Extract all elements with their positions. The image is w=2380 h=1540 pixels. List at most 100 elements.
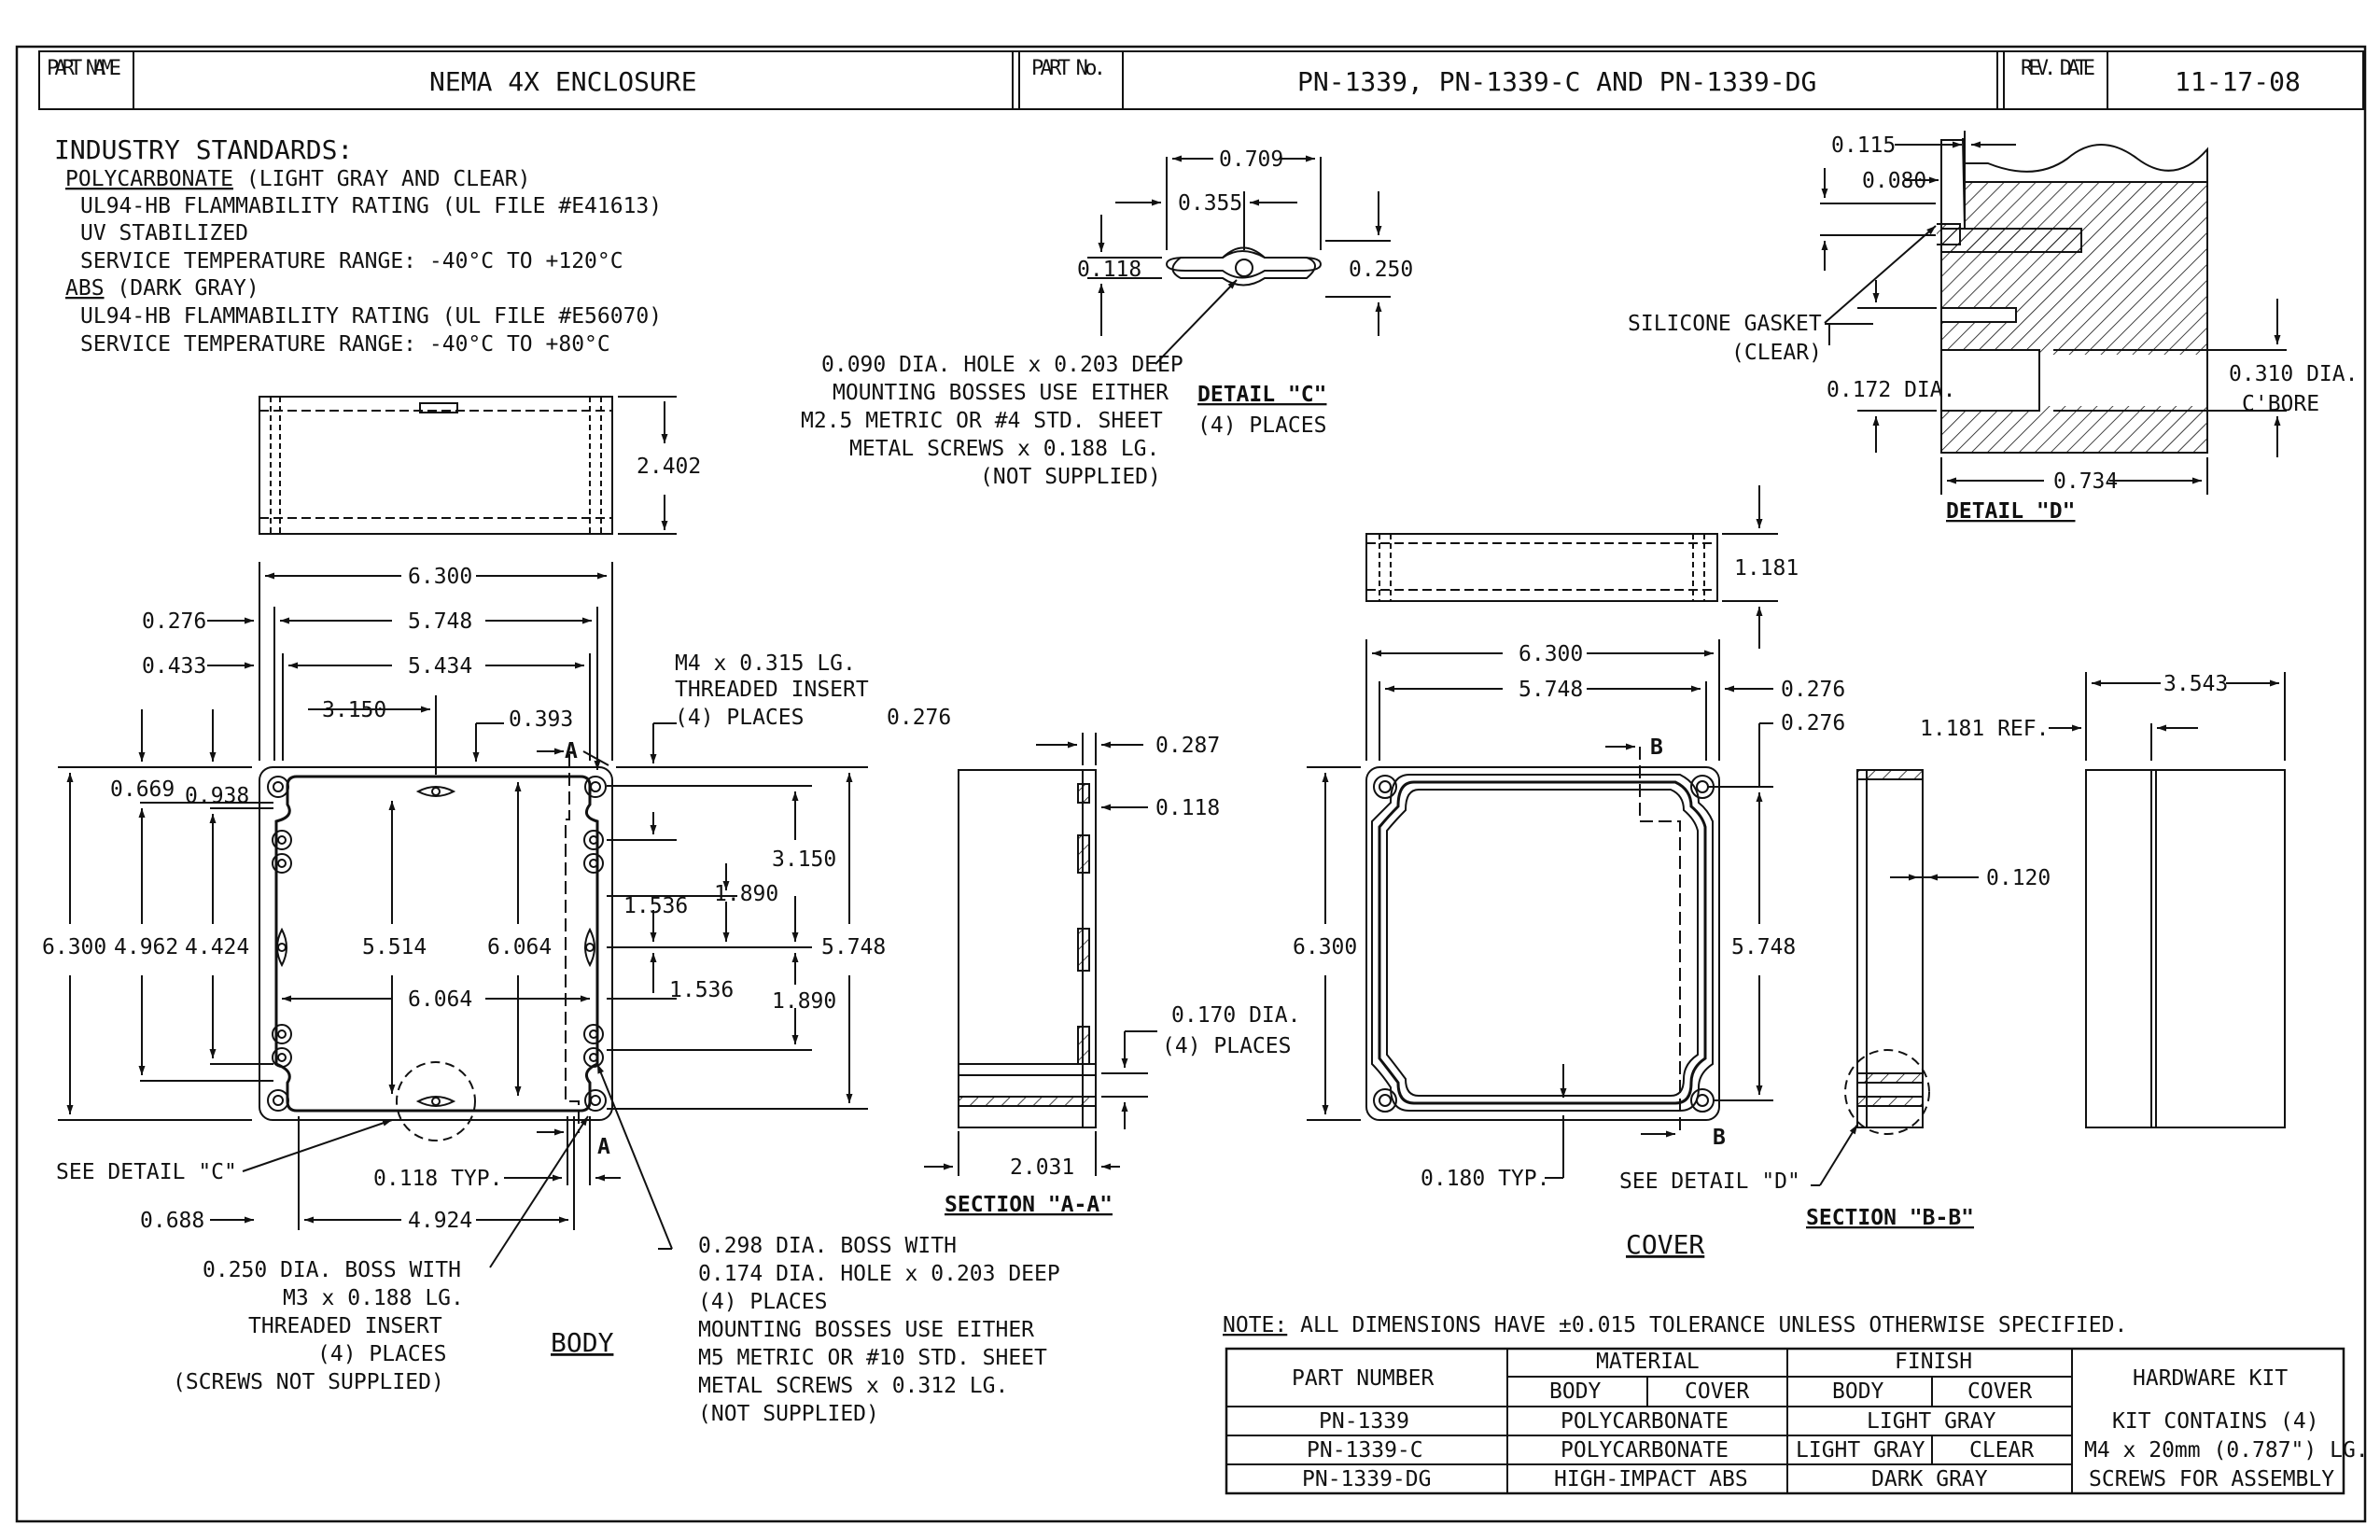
- dim-0938: 0.938: [185, 784, 249, 808]
- part-name: NEMA 4X ENCLOSURE: [429, 66, 697, 97]
- section-aa-places: (4) PLACES: [1162, 1034, 1291, 1058]
- industry-standards: INDUSTRY STANDARDS: POLYCARBONATE (LIGHT…: [54, 134, 662, 357]
- insert-note-line1: M4 x 0.315 LG.: [675, 651, 856, 676]
- title-block: [38, 50, 2364, 110]
- dim-4924: 4.924: [408, 1209, 472, 1233]
- th-material-body: BODY: [1549, 1379, 1602, 1404]
- detail-c-0118: 0.118: [1077, 258, 1141, 282]
- part-name-label: PART NAME: [47, 57, 121, 80]
- cover-6300-v: 6.300: [1293, 935, 1357, 959]
- section-aa-0118: 0.118: [1155, 796, 1220, 820]
- section-bb-0120: 0.120: [1986, 866, 2051, 890]
- dim-4424: 4.424: [185, 935, 249, 959]
- boss2-note-5: M5 METRIC OR #10 STD. SHEET: [698, 1346, 1047, 1370]
- body-label: BODY: [551, 1327, 614, 1358]
- section-bb-3543: 3.543: [2163, 672, 2228, 696]
- dim-0669: 0.669: [110, 777, 175, 802]
- detail-d-0080: 0.080: [1862, 169, 1926, 193]
- dim-3150-right: 3.150: [772, 847, 836, 872]
- row2-part: PN-1339-C: [1307, 1438, 1423, 1463]
- rev-date-label: REV. DATE: [2021, 57, 2095, 80]
- boss2-note-7: (NOT SUPPLIED): [698, 1402, 879, 1426]
- dim-6300-top: 6.300: [408, 565, 472, 589]
- section-bb-title: SECTION "B-B": [1806, 1206, 1974, 1230]
- abs-line-2: SERVICE TEMPERATURE RANGE: -40°C TO +80°…: [80, 332, 610, 357]
- pc-line-3: SERVICE TEMPERATURE RANGE: -40°C TO +120…: [80, 249, 623, 273]
- dim-1536-upper: 1.536: [623, 894, 688, 918]
- body-side-view: [259, 396, 677, 535]
- see-detail-c: SEE DETAIL "C": [56, 1160, 237, 1184]
- section-bb-view: [1811, 672, 2286, 1186]
- section-aa-view: [924, 733, 1157, 1176]
- detail-c-note-2: MOUNTING BOSSES USE EITHER: [833, 381, 1169, 405]
- pc-line-2: UV STABILIZED: [80, 221, 248, 245]
- th-material: MATERIAL: [1596, 1350, 1700, 1374]
- row3-finish: DARK GRAY: [1871, 1467, 1988, 1491]
- detail-d-gasket-2: (CLEAR): [1731, 341, 1822, 365]
- detail-d-gasket-1: SILICONE GASKET: [1628, 312, 1822, 336]
- cover-0276-b: 0.276: [1781, 711, 1845, 735]
- section-aa-0287: 0.287: [1155, 734, 1220, 758]
- detail-c-places: (4) PLACES: [1197, 413, 1326, 438]
- dim-0433-left: 0.433: [142, 654, 206, 679]
- section-aa-2031: 2.031: [1010, 1155, 1074, 1180]
- dim-6064-h: 6.064: [408, 987, 472, 1012]
- dim-3150-top: 3.150: [322, 698, 386, 722]
- row1-part: PN-1339: [1319, 1409, 1409, 1434]
- part-no-label: PART No.: [1031, 57, 1106, 80]
- detail-c-title: DETAIL "C": [1197, 383, 1326, 407]
- cover-side-height: 1.181: [1734, 556, 1799, 581]
- row2-material: POLYCARBONATE: [1561, 1438, 1729, 1463]
- section-mark-a-bottom: A: [597, 1135, 610, 1159]
- dim-0118-typ: 0.118 TYP.: [373, 1167, 502, 1191]
- detail-d-view: [1820, 131, 2287, 495]
- boss2-note-2: 0.174 DIA. HOLE x 0.203 DEEP: [698, 1262, 1060, 1286]
- boss2-note-1: 0.298 DIA. BOSS WITH: [698, 1234, 957, 1258]
- detail-c-note-5: (NOT SUPPLIED): [980, 465, 1161, 489]
- insert-note-line2: THREADED INSERT: [675, 678, 869, 702]
- th-finish-body: BODY: [1832, 1379, 1884, 1404]
- dim-5514: 5.514: [362, 935, 427, 959]
- row3-part: PN-1339-DG: [1302, 1467, 1431, 1491]
- cover-6300: 6.300: [1519, 642, 1583, 666]
- boss2-note-6: METAL SCREWS x 0.312 LG.: [698, 1374, 1008, 1398]
- boss2-note-4: MOUNTING BOSSES USE EITHER: [698, 1318, 1034, 1342]
- abs-label: ABS (DARK GRAY): [65, 276, 259, 301]
- cover-5748: 5.748: [1519, 678, 1583, 702]
- detail-d-0310: 0.310 DIA.: [2229, 362, 2358, 386]
- boss-note-5: (SCREWS NOT SUPPLIED): [173, 1370, 444, 1394]
- cover-0276-a: 0.276: [1781, 678, 1845, 702]
- cover-0180-typ: 0.180 TYP.: [1421, 1167, 1549, 1191]
- dim-5434-top: 5.434: [408, 654, 472, 679]
- title-block-text: PART NAME NEMA 4X ENCLOSURE PART No. PN-…: [47, 57, 2301, 97]
- dim-6064-v: 6.064: [487, 935, 552, 959]
- dim-0276-left: 0.276: [142, 609, 206, 634]
- cover-top-labels: 6.300 5.748 0.276 0.276 6.300 5.748 0.18…: [1293, 642, 1845, 1260]
- dim-1890-upper: 1.890: [714, 882, 778, 906]
- row1-material: POLYCARBONATE: [1561, 1409, 1729, 1434]
- detail-c-note-3: M2.5 METRIC OR #4 STD. SHEET: [801, 409, 1163, 433]
- row1-finish: LIGHT GRAY: [1867, 1409, 1996, 1434]
- boss-note-2: M3 x 0.188 LG.: [283, 1286, 464, 1310]
- dim-5748-right: 5.748: [821, 935, 886, 959]
- standards-heading: INDUSTRY STANDARDS:: [54, 134, 353, 165]
- boss-note-1: 0.250 DIA. BOSS WITH: [203, 1258, 461, 1282]
- detail-c-note-1: 0.090 DIA. HOLE x 0.203 DEEP: [821, 353, 1183, 377]
- th-finish-cover: COVER: [1967, 1379, 2032, 1404]
- detail-c-note-4: METAL SCREWS x 0.188 LG.: [849, 437, 1159, 461]
- polycarbonate-label: POLYCARBONATE (LIGHT GRAY AND CLEAR): [65, 167, 531, 191]
- tolerance-note: NOTE: ALL DIMENSIONS HAVE ±0.015 TOLERAN…: [1223, 1313, 2127, 1337]
- dim-0393: 0.393: [509, 707, 573, 732]
- detail-d-cbore: C'BORE: [2242, 392, 2319, 416]
- hardware-line-2: M4 x 20mm (0.787") LG.: [2084, 1438, 2369, 1463]
- detail-d-0172: 0.172 DIA.: [1827, 378, 1955, 402]
- cover-section-b-bottom: B: [1713, 1126, 1726, 1150]
- detail-c-0709: 0.709: [1219, 147, 1283, 172]
- boss2-note-3: (4) PLACES: [698, 1290, 827, 1314]
- section-mark-a-top: A: [565, 739, 578, 763]
- detail-d-title: DETAIL "D": [1946, 499, 2075, 524]
- detail-c-labels: 0.709 0.355 0.118 0.250 0.090 DIA. HOLE …: [801, 147, 1413, 489]
- th-material-cover: COVER: [1685, 1379, 1749, 1404]
- detail-c-0355: 0.355: [1178, 191, 1242, 216]
- section-aa-title: SECTION "A-A": [945, 1193, 1113, 1217]
